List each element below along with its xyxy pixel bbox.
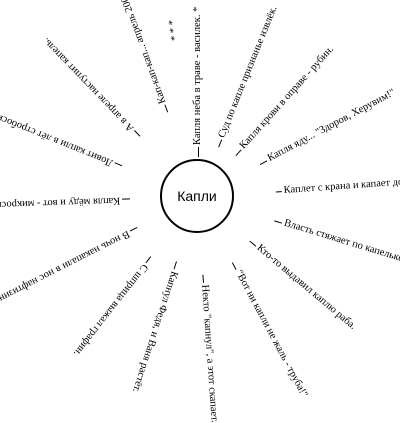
branch-text: Каплет с крана и капает дождь. xyxy=(283,175,400,196)
branch-text: Капля мёду и вот - микроскоп. xyxy=(0,194,121,211)
branch-text: Некто "капнул", а этот скапает. xyxy=(199,284,220,423)
branch-text: А в апреле наступит капель. xyxy=(40,35,137,134)
branch-line xyxy=(232,262,237,270)
branch-text: Власть стяжает по капельке вождь. xyxy=(282,217,400,274)
branch-line xyxy=(217,139,222,148)
branch-line xyxy=(133,130,141,137)
branch-line xyxy=(164,104,168,113)
branch-text: * * * xyxy=(167,19,181,42)
branch-text: Кап-кап-кап... апрель 2005 г xyxy=(115,0,169,106)
branch-line xyxy=(114,162,123,167)
branch-line xyxy=(145,256,152,264)
branch-line xyxy=(249,240,257,247)
branch-line xyxy=(122,198,131,201)
branch-line xyxy=(174,261,178,270)
branch-line xyxy=(274,219,283,224)
branch-line xyxy=(130,227,138,232)
branch-line xyxy=(202,274,205,283)
branch-text: Капнул Федя, и Ваня растёт. xyxy=(129,269,180,394)
center-label: Капли xyxy=(177,188,217,204)
branch-text: Ловит капли в лёт стробоскоп. xyxy=(0,106,115,169)
branch-line xyxy=(235,149,242,156)
branch-text: Капля неба в траве - василек. * xyxy=(192,6,203,145)
branch-line xyxy=(197,147,199,157)
branch-line xyxy=(275,190,282,193)
branch-text: В ночь накапали в нос нафтизин. xyxy=(0,227,132,305)
branch-text: С шприца выжал графин. xyxy=(71,261,150,359)
center-node: Капли xyxy=(160,159,234,233)
branch-line xyxy=(259,159,268,165)
